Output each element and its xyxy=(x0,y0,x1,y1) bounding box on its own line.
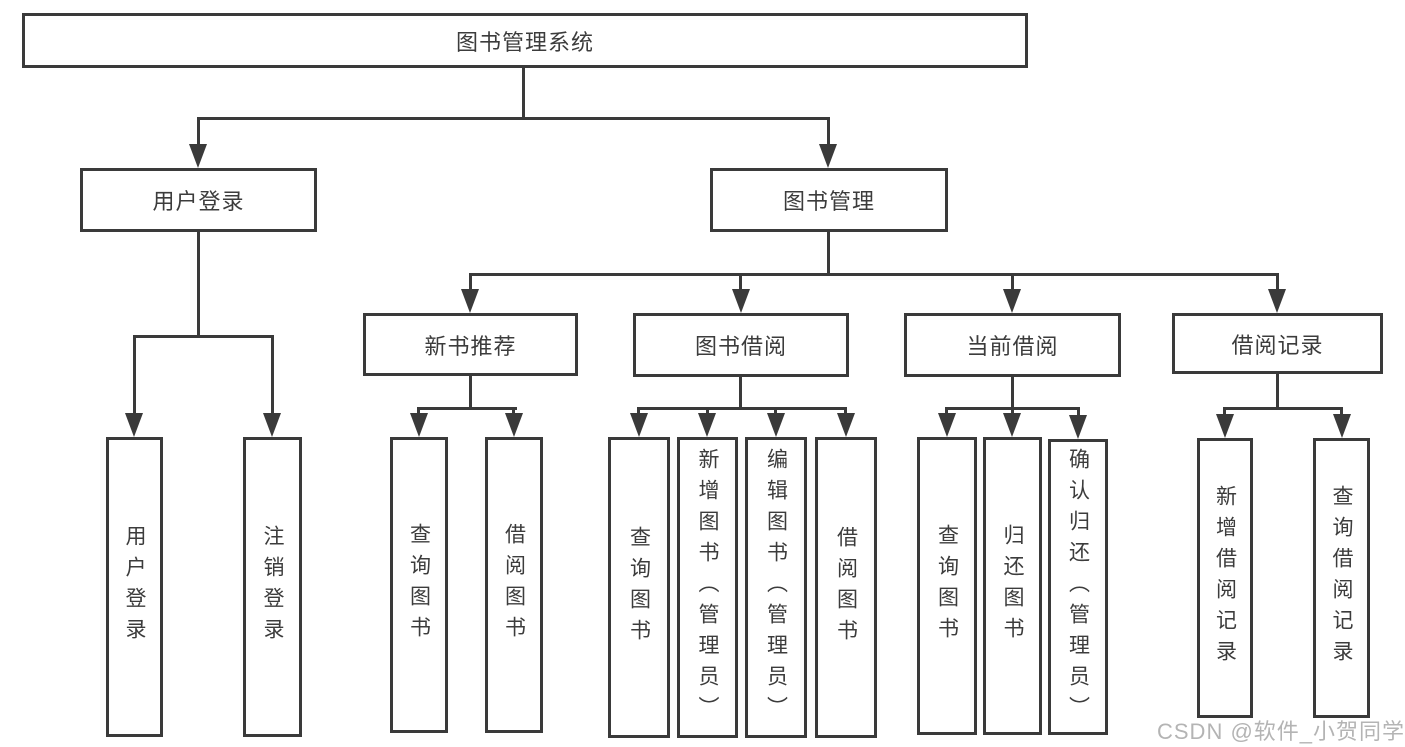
leaf-edit-book-admin: 编辑图书（管理员） xyxy=(745,437,807,738)
node-borrow-records: 借阅记录 xyxy=(1172,313,1383,374)
leaf-query-borrow-record: 查询借阅记录 xyxy=(1313,438,1370,718)
arrowhead-to-leaf xyxy=(505,413,523,437)
connector-drop xyxy=(512,407,515,417)
leaf-add-book-admin: 新增图书（管理员） xyxy=(677,437,738,738)
connector-drop xyxy=(1077,407,1080,419)
connector-records-stem xyxy=(1276,374,1279,410)
connector-records-branch xyxy=(1223,407,1343,410)
connector-recommend-branch xyxy=(417,407,517,410)
connector-drop xyxy=(1340,407,1343,417)
arrowhead-to-leaf xyxy=(1216,414,1234,438)
connector-drop xyxy=(1223,407,1226,417)
leaf-add-borrow-record: 新增借阅记录 xyxy=(1197,438,1253,718)
arrowhead-to-user-login xyxy=(189,144,207,168)
connector-login-branch xyxy=(133,335,274,338)
leaf-borrow-books-recommend: 借阅图书 xyxy=(485,437,543,733)
arrowhead-to-leaf xyxy=(410,413,428,437)
arrowhead-to-leaf xyxy=(767,413,785,437)
connector-root-stem xyxy=(522,68,525,120)
connector-mgmt-stem xyxy=(827,232,830,276)
connector-drop xyxy=(637,407,640,417)
arrowhead-to-leaf xyxy=(938,413,956,437)
arrowhead-to-current-borrow xyxy=(1003,289,1021,313)
node-book-borrow: 图书借阅 xyxy=(633,313,849,377)
arrowhead-to-leaf-user-login xyxy=(125,413,143,437)
leaf-query-books-borrow: 查询图书 xyxy=(608,437,670,738)
arrowhead-to-book-management xyxy=(819,144,837,168)
connector-drop xyxy=(469,273,472,293)
connector-drop xyxy=(1011,407,1014,417)
connector-drop xyxy=(271,335,274,417)
arrowhead-to-leaf xyxy=(630,413,648,437)
arrowhead-to-leaf xyxy=(837,413,855,437)
connector-drop xyxy=(827,117,830,147)
leaf-confirm-return-admin: 确认归还（管理员） xyxy=(1048,439,1108,735)
arrowhead-to-borrow-records xyxy=(1268,289,1286,313)
leaf-logout: 注销登录 xyxy=(243,437,302,737)
arrowhead-to-leaf xyxy=(1069,415,1087,439)
arrowhead-to-new-book-recommend xyxy=(461,289,479,313)
arrowhead-to-leaf xyxy=(1003,413,1021,437)
connector-borrow-branch xyxy=(637,407,847,410)
connector-recommend-stem xyxy=(469,376,472,410)
connector-login-stem xyxy=(197,232,200,338)
connector-drop xyxy=(945,407,948,417)
node-user-login: 用户登录 xyxy=(80,168,317,232)
leaf-borrow-books: 借阅图书 xyxy=(815,437,877,738)
node-root-library-system: 图书管理系统 xyxy=(22,13,1028,68)
connector-drop xyxy=(417,407,420,417)
connector-drop xyxy=(739,273,742,293)
connector-mgmt-branch xyxy=(469,273,1279,276)
leaf-query-books-recommend: 查询图书 xyxy=(390,437,448,733)
arrowhead-to-leaf xyxy=(1333,414,1351,438)
connector-drop xyxy=(844,407,847,417)
connector-borrow-stem xyxy=(739,377,742,410)
arrowhead-to-leaf xyxy=(698,413,716,437)
watermark: CSDN @软件_小贺同学 xyxy=(1157,719,1405,744)
connector-drop xyxy=(706,407,709,417)
node-book-management: 图书管理 xyxy=(710,168,948,232)
leaf-user-login: 用户登录 xyxy=(106,437,163,737)
connector-drop xyxy=(197,117,200,147)
connector-drop xyxy=(133,335,136,417)
connector-drop xyxy=(774,407,777,417)
node-current-borrow: 当前借阅 xyxy=(904,313,1121,377)
arrowhead-to-book-borrow xyxy=(732,289,750,313)
connector-root-branch xyxy=(197,117,830,120)
connector-current-stem xyxy=(1011,377,1014,410)
leaf-return-book: 归还图书 xyxy=(983,437,1042,735)
node-new-book-recommend: 新书推荐 xyxy=(363,313,578,376)
leaf-query-books-current: 查询图书 xyxy=(917,437,977,735)
connector-drop xyxy=(1011,273,1014,293)
arrowhead-to-leaf-logout xyxy=(263,413,281,437)
connector-drop xyxy=(1276,273,1279,293)
